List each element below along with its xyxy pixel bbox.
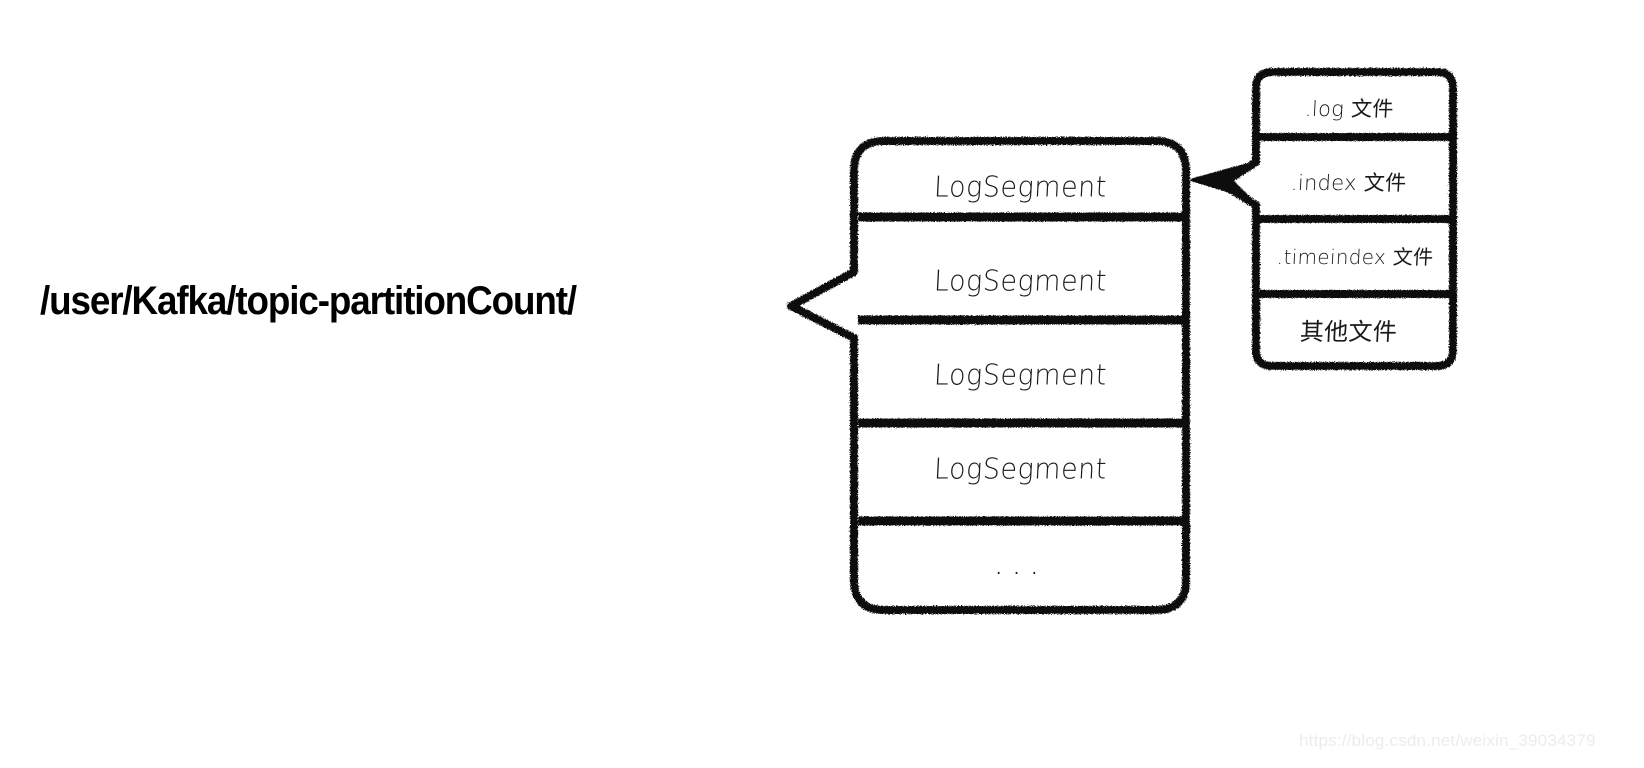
log-segment-list: LogSegment LogSegment LogSegment LogSegm… [853, 140, 1187, 610]
log-segment-label: LogSegment [932, 358, 1108, 392]
arrow-left-icon [1190, 163, 1250, 199]
main-box-dividers [858, 212, 1184, 526]
file-type-row-timeindex[interactable]: .timeindex 文件 [1245, 219, 1453, 293]
file-type-row-log[interactable]: .log 文件 [1245, 71, 1453, 145]
partition-path-label: /user/Kafka/topic-partitionCount/ [40, 279, 577, 323]
log-segment-row[interactable]: LogSegment [853, 140, 1187, 234]
file-type-row-index[interactable]: .index 文件 [1245, 145, 1453, 219]
log-segment-label: LogSegment [932, 170, 1108, 204]
file-type-label: 其他文件 [1299, 317, 1399, 346]
main-box-outline [787, 137, 1190, 614]
log-segment-overflow-row: ... [853, 516, 1187, 610]
files-box-dividers [1259, 133, 1451, 298]
log-segment-row[interactable]: LogSegment [853, 234, 1187, 328]
log-segment-row[interactable]: LogSegment [853, 422, 1187, 516]
file-type-row-other[interactable]: 其他文件 [1245, 292, 1453, 366]
file-type-label: .index 文件 [1290, 170, 1408, 195]
segment-file-types: .log 文件 .index 文件 .timeindex 文件 其他文件 [1245, 71, 1453, 366]
watermark: https://blog.csdn.net/weixin_39034379 [1299, 731, 1596, 750]
file-type-label: .timeindex 文件 [1276, 244, 1434, 269]
log-segment-label: LogSegment [932, 452, 1108, 486]
log-segment-label: LogSegment [932, 264, 1108, 298]
ellipsis-label: ... [993, 543, 1047, 583]
log-segment-row[interactable]: LogSegment [853, 328, 1187, 422]
file-type-label: .log 文件 [1303, 96, 1394, 121]
